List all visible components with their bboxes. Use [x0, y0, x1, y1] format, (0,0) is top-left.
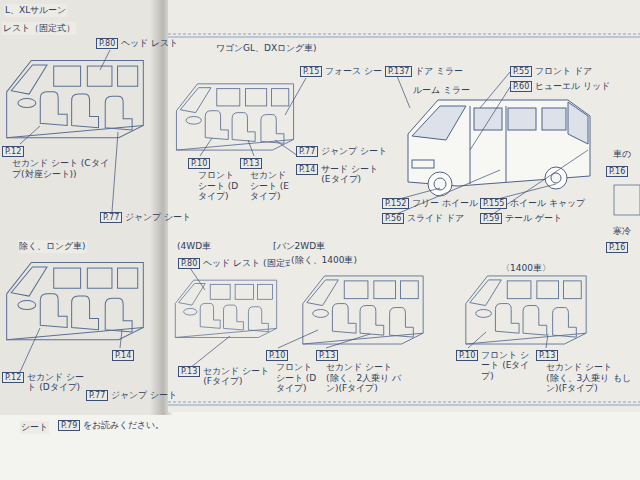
page-ref: P.14	[296, 164, 318, 175]
section-label: 除く、ロング車)	[18, 240, 87, 253]
callout: P.55フロント ドア	[510, 66, 592, 77]
part-name: セカンド シート (Fタイプ)	[203, 366, 269, 387]
page-ref: P.77	[86, 390, 108, 401]
page-ref: P.80	[96, 38, 118, 49]
page-ref: P.10	[266, 350, 288, 361]
part-name: セカンド シート (Cタイプ(対座シート))	[12, 158, 112, 179]
part-name: ヘッド レスト	[121, 38, 178, 48]
part-name: セカンド シート (除く、2人乗り バン)(Fタイプ)	[326, 362, 402, 393]
callout: P.137ドア ミラー	[385, 66, 463, 77]
part-name: フロント シート (Eタイプ)	[481, 350, 537, 381]
callout: P.60ヒューエル リッド	[510, 81, 610, 92]
callout: P.13セカンド シート (Fタイプ)	[178, 366, 269, 387]
callout: P.16	[606, 242, 628, 253]
page-ref: P.12	[2, 372, 24, 383]
section-label: もし	[612, 372, 632, 385]
part-name: セカンド シート (Eタイプ)	[250, 170, 294, 201]
page-ref: P.15	[300, 66, 322, 77]
callout: P.12セカンド シート (Cタイプ(対座シート))	[2, 146, 112, 179]
part-name: をお読みください。	[83, 420, 164, 430]
callout: P.14サード シート (Eタイプ)	[296, 164, 379, 185]
callout: P.77ジャンプ シート	[86, 390, 177, 401]
section-label: 車の	[612, 148, 632, 161]
section-label: シート	[20, 421, 49, 434]
page-ref: P.59	[480, 213, 502, 224]
page-ref: P.13	[536, 350, 558, 361]
page-ref: P.77	[100, 212, 122, 223]
page-ref: P.56	[382, 213, 404, 224]
page-ref: P.77	[296, 146, 318, 157]
callout: P.13セカンド シート (Eタイプ)	[240, 158, 294, 201]
part-name: ヘッド レスト (固定式)	[203, 258, 297, 268]
callout: P.80ヘッド レスト (固定式)	[178, 258, 297, 269]
callout: P.77ジャンプ シート	[100, 212, 191, 223]
page-ref: P.16	[606, 242, 628, 253]
page-ref: P.13	[178, 366, 200, 377]
section-label: 寒冷	[612, 225, 632, 238]
section-label: ワゴンGL、DXロング車)	[215, 42, 318, 55]
page-ref: P.13	[316, 350, 338, 361]
page-ref: P.16	[606, 166, 628, 177]
callout: P.56スライド ドア	[382, 213, 464, 224]
page-ref: P.14	[112, 350, 134, 361]
callout: P.155ホイール キャップ	[480, 198, 585, 209]
part-name: ホイール キャップ	[510, 198, 585, 208]
part-name: スライド ドア	[407, 213, 464, 223]
section-label: [バン2WD車	[272, 240, 326, 253]
part-name: フロント ドア	[535, 66, 592, 76]
page-ref: P.55	[510, 66, 532, 77]
part-name: ジャンプ シート	[111, 390, 177, 400]
part-name: ドア ミラー	[415, 66, 463, 76]
callout: P.10フロント シート (Dタイプ)	[188, 158, 242, 201]
callout: P.79をお読みください。	[58, 420, 164, 431]
part-name: セカンド シート (Dタイプ)	[27, 372, 91, 393]
callout: P.13セカンド シート (除く、3人乗り バン)(Fタイプ)	[536, 350, 624, 393]
page-ref: P.152	[382, 198, 409, 209]
part-name: ヒューエル リッド	[535, 81, 610, 91]
page-ref: P.10	[188, 158, 210, 169]
callout: P.10フロント シート (Dタイプ)	[266, 350, 320, 393]
page-ref: P.137	[385, 66, 412, 77]
callout: P.80ヘッド レスト	[96, 38, 178, 49]
callout: P.16	[606, 166, 628, 177]
page-ref: P.12	[2, 146, 24, 157]
callout: P.15フォース シート	[300, 66, 391, 77]
part-name: フォース シート	[325, 66, 391, 76]
section-label: レスト（固定式）	[2, 22, 76, 35]
part-name: テール ゲート	[505, 213, 562, 223]
callout: P.77ジャンプ シート	[296, 146, 387, 157]
page-ref: P.60	[510, 81, 532, 92]
section-label: (除く、1400車)	[290, 254, 358, 267]
part-name: サード シート (Eタイプ)	[321, 164, 379, 185]
part-name: ジャンプ シート	[125, 212, 191, 222]
callout: P.14	[112, 350, 134, 361]
page-ref: P.155	[480, 198, 507, 209]
part-name: フロント シート (Dタイプ)	[198, 170, 242, 201]
callout: P.13セカンド シート (除く、2人乗り バン)(Fタイプ)	[316, 350, 402, 393]
page-ref: P.80	[178, 258, 200, 269]
part-name: ジャンプ シート	[321, 146, 387, 156]
section-label: L、XLサルーン	[4, 4, 67, 17]
callout: P.12セカンド シート (Dタイプ)	[2, 372, 91, 393]
page-ref: P.10	[456, 350, 478, 361]
callout: P.10フロント シート (Eタイプ)	[456, 350, 537, 381]
page-ref: P.79	[58, 420, 80, 431]
page-ref: P.13	[240, 158, 262, 169]
section-label: ルーム ミラー	[412, 84, 471, 97]
callout: P.59テール ゲート	[480, 213, 562, 224]
section-label: (4WD車	[176, 240, 212, 253]
part-name: フロント シート (Dタイプ)	[276, 362, 320, 393]
section-label: 〈1400車〉	[500, 262, 552, 275]
